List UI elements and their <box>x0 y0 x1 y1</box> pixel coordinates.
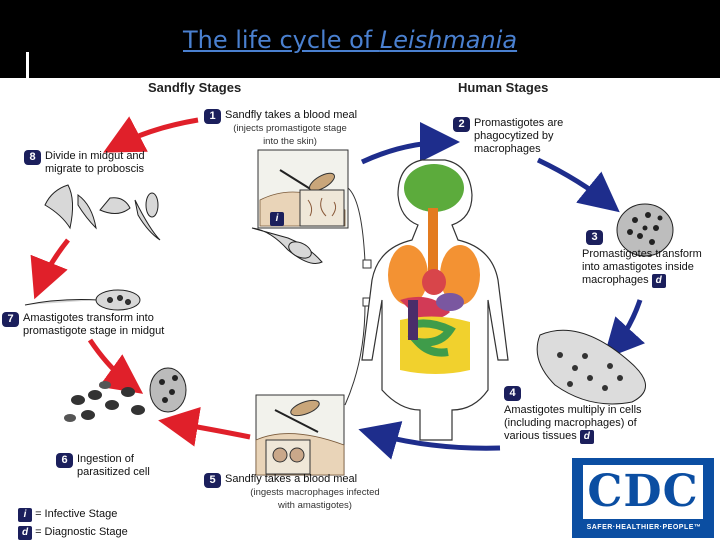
step-1-text: Sandfly takes a blood meal <box>225 109 358 121</box>
step-2-line-3: macrophages <box>474 143 541 155</box>
arrow-6-to-5 <box>158 407 251 447</box>
amastigote-transforming-illustration <box>24 289 141 311</box>
arrow-1-to-2 <box>360 122 460 165</box>
infected-cell-illustration <box>536 329 646 405</box>
step-7-label: 7 Amastigotes transform into promastigot… <box>2 312 164 338</box>
sandfly-stages-header: Sandfly Stages <box>148 80 242 95</box>
slide-title[interactable]: The life cycle of Leishmania <box>183 26 518 54</box>
arrow-3-to-4 <box>603 299 645 360</box>
step-4-line-1: Amastigotes multiply in cells <box>504 404 642 416</box>
step-6-line-2: parasitized cell <box>77 466 150 478</box>
dividing-promastigotes-illustration <box>44 184 161 241</box>
step-3-line-2: into amastigotes inside <box>582 261 694 273</box>
step-8-label: 8 Divide in midgut and migrate to probos… <box>24 150 145 176</box>
cdc-logo-panel <box>583 465 703 519</box>
legend-infective: i = Infective Stage <box>18 508 117 522</box>
step-2-label: 2 Promastigotes are phagocytized by macr… <box>453 117 563 156</box>
legend-diagnostic: d = Diagnostic Stage <box>18 526 128 540</box>
step-3-line-3: macrophages <box>582 274 649 286</box>
step-5-label: 5 Sandfly takes a blood meal (ingests ma… <box>204 473 405 512</box>
diagnostic-stage-icon: d <box>18 526 32 540</box>
ingested-cells-illustration <box>64 367 187 422</box>
step-4-label: 4 Amastigotes multiply in cells (includi… <box>504 386 642 444</box>
step-8-line-2: migrate to proboscis <box>45 163 145 175</box>
step-2-line-1: Promastigotes are <box>474 117 564 129</box>
step-3-number: 3 <box>586 230 603 245</box>
slide-title-italic: Leishmania <box>379 26 518 54</box>
cdc-logo-text: CDC <box>587 466 699 517</box>
macrophage-illustration <box>616 203 674 257</box>
step-5-subtext-1: (ingests macrophages infected <box>250 487 380 498</box>
arrow-7-to-6 <box>87 338 144 394</box>
connector-box-top <box>362 259 372 269</box>
step-8-line-1: Divide in midgut and <box>45 150 145 162</box>
step-8-number: 8 <box>24 150 41 165</box>
arrow-8-to-7 <box>30 238 70 300</box>
step-4-number: 4 <box>504 386 521 401</box>
cdc-logo-tagline: SAFER·HEALTHIER·PEOPLE™ <box>586 524 702 531</box>
step-7-line-1: Amastigotes transform into <box>23 312 154 324</box>
step-2-line-2: phagocytized by <box>474 130 554 142</box>
connector-lines <box>344 187 366 406</box>
legend-infective-text: = Infective Stage <box>35 508 118 520</box>
step-4-line-2: (including macrophages) of <box>504 417 637 429</box>
promastigote-illustration <box>251 227 323 264</box>
step-6-line-1: Ingestion of <box>77 453 134 465</box>
step-5-number: 5 <box>204 473 221 488</box>
step-2-number: 2 <box>453 117 470 132</box>
arrow-4-to-5 <box>358 421 501 460</box>
step-3-line-1: Promastigotes transform <box>582 248 702 260</box>
step-3-label: 3 Promastigotes transform into amastigot… <box>582 230 702 288</box>
step-5-text: Sandfly takes a blood meal <box>225 473 358 485</box>
step-5-subtext-2: with amastigotes) <box>278 500 352 511</box>
arrow-2-to-3 <box>536 157 620 213</box>
infective-stage-icon: i <box>270 212 284 226</box>
step-6-number: 6 <box>56 453 73 468</box>
step-1-subtext: (injects promastigote stage into the ski… <box>233 123 347 147</box>
infective-stage-icon: i <box>18 508 32 522</box>
title-accent-bar <box>18 52 29 78</box>
step-1-number: 1 <box>204 109 221 124</box>
human-body-illustration <box>361 159 509 441</box>
step-1-label: 1 Sandfly takes a blood meal (injects pr… <box>204 109 405 148</box>
sandfly-bite-bottom-illustration <box>255 394 345 476</box>
sandfly-cycle-arrows <box>30 116 251 447</box>
step-7-line-2: promastigote stage in midgut <box>23 325 165 337</box>
human-stages-header: Human Stages <box>458 80 549 95</box>
title-bar <box>0 0 720 78</box>
arrow-1-to-8 <box>103 116 199 153</box>
diagnostic-stage-icon: d <box>579 430 594 444</box>
step-4-line-3: various tissues <box>504 430 577 442</box>
step-7-number: 7 <box>2 312 19 327</box>
step-6-label: 6 Ingestion of parasitized cell <box>56 453 150 479</box>
diagnostic-stage-icon: d <box>651 274 666 288</box>
legend-diagnostic-text: = Diagnostic Stage <box>35 526 128 538</box>
